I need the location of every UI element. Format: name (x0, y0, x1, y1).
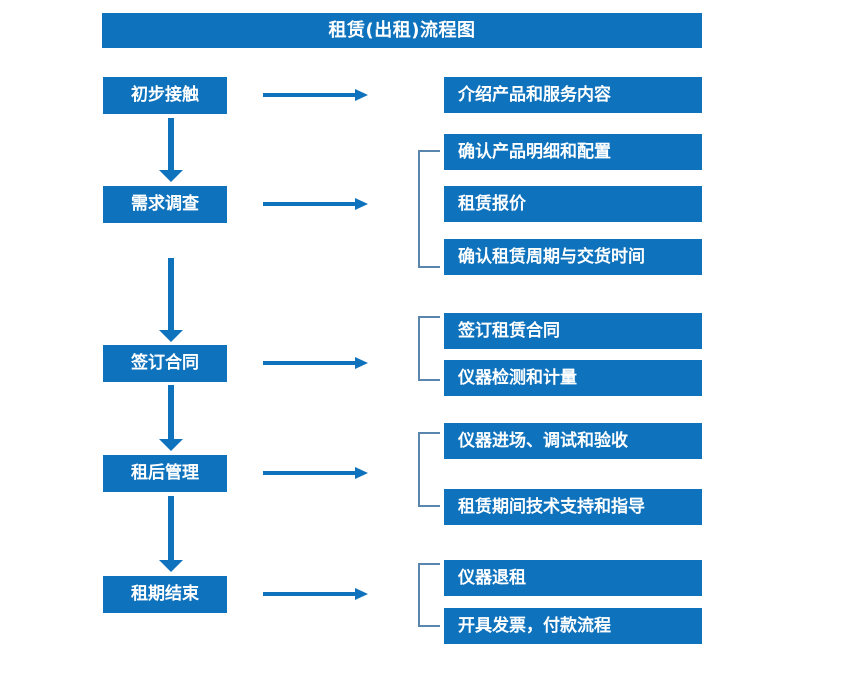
arrow-head (159, 560, 183, 572)
detail-box-8[interactable]: 租赁期间技术支持和指导 (444, 489, 702, 525)
stage-label: 租后管理 (131, 463, 199, 483)
detail-box-10[interactable]: 开具发票，付款流程 (444, 608, 702, 644)
page-title: 租赁(出租)流程图 (328, 19, 476, 41)
stage-label: 初步接触 (131, 85, 199, 105)
stage-label: 需求调查 (131, 194, 199, 214)
group-bracket-3 (418, 432, 440, 507)
right-arrow-2 (263, 198, 368, 210)
detail-label: 仪器退租 (458, 567, 526, 588)
right-arrow-1 (263, 89, 368, 101)
right-arrow-4 (263, 467, 368, 479)
arrow-head (355, 89, 368, 101)
detail-label: 租赁报价 (458, 193, 526, 214)
arrow-shaft (168, 118, 174, 170)
arrow-head (355, 198, 368, 210)
detail-box-1[interactable]: 介绍产品和服务内容 (444, 77, 702, 113)
detail-label: 确认租赁周期与交货时间 (458, 246, 645, 267)
down-arrow-4 (159, 496, 183, 572)
detail-box-4[interactable]: 确认租赁周期与交货时间 (444, 239, 702, 275)
group-bracket-2 (418, 316, 440, 381)
group-bracket-4 (418, 563, 440, 627)
stage-box-5[interactable]: 租期结束 (103, 576, 227, 613)
detail-box-2[interactable]: 确认产品明细和配置 (444, 134, 702, 170)
arrow-head (159, 439, 183, 451)
stage-box-3[interactable]: 签订合同 (103, 345, 227, 382)
detail-box-6[interactable]: 仪器检测和计量 (444, 360, 702, 396)
arrow-shaft (168, 496, 174, 560)
arrow-head (355, 357, 368, 369)
group-bracket-1 (418, 150, 440, 268)
arrow-head (355, 588, 368, 600)
arrow-shaft (168, 258, 174, 330)
arrow-head (159, 170, 183, 182)
detail-box-7[interactable]: 仪器进场、调试和验收 (444, 423, 702, 459)
stage-label: 租期结束 (131, 584, 199, 604)
detail-box-5[interactable]: 签订租赁合同 (444, 313, 702, 349)
arrow-head (355, 467, 368, 479)
detail-label: 签订租赁合同 (458, 320, 560, 341)
detail-label: 仪器进场、调试和验收 (458, 430, 628, 451)
arrow-head (159, 330, 183, 342)
arrow-shaft (263, 93, 357, 97)
arrow-shaft (263, 592, 357, 596)
down-arrow-3 (159, 385, 183, 451)
stage-box-2[interactable]: 需求调查 (103, 186, 227, 223)
stage-label: 签订合同 (131, 353, 199, 373)
detail-box-9[interactable]: 仪器退租 (444, 560, 702, 596)
detail-label: 确认产品明细和配置 (458, 141, 611, 162)
right-arrow-5 (263, 588, 368, 600)
diagram-title-banner: 租赁(出租)流程图 (102, 13, 702, 48)
detail-label: 仪器检测和计量 (458, 367, 577, 388)
detail-label: 介绍产品和服务内容 (458, 84, 611, 105)
arrow-shaft (168, 385, 174, 439)
down-arrow-2 (159, 258, 183, 342)
stage-box-4[interactable]: 租后管理 (103, 455, 227, 492)
detail-box-3[interactable]: 租赁报价 (444, 186, 702, 222)
stage-box-1[interactable]: 初步接触 (103, 77, 227, 114)
down-arrow-1 (159, 118, 183, 182)
arrow-shaft (263, 471, 357, 475)
arrow-shaft (263, 361, 357, 365)
detail-label: 租赁期间技术支持和指导 (458, 496, 645, 517)
arrow-shaft (263, 202, 357, 206)
detail-label: 开具发票，付款流程 (458, 615, 611, 636)
right-arrow-3 (263, 357, 368, 369)
